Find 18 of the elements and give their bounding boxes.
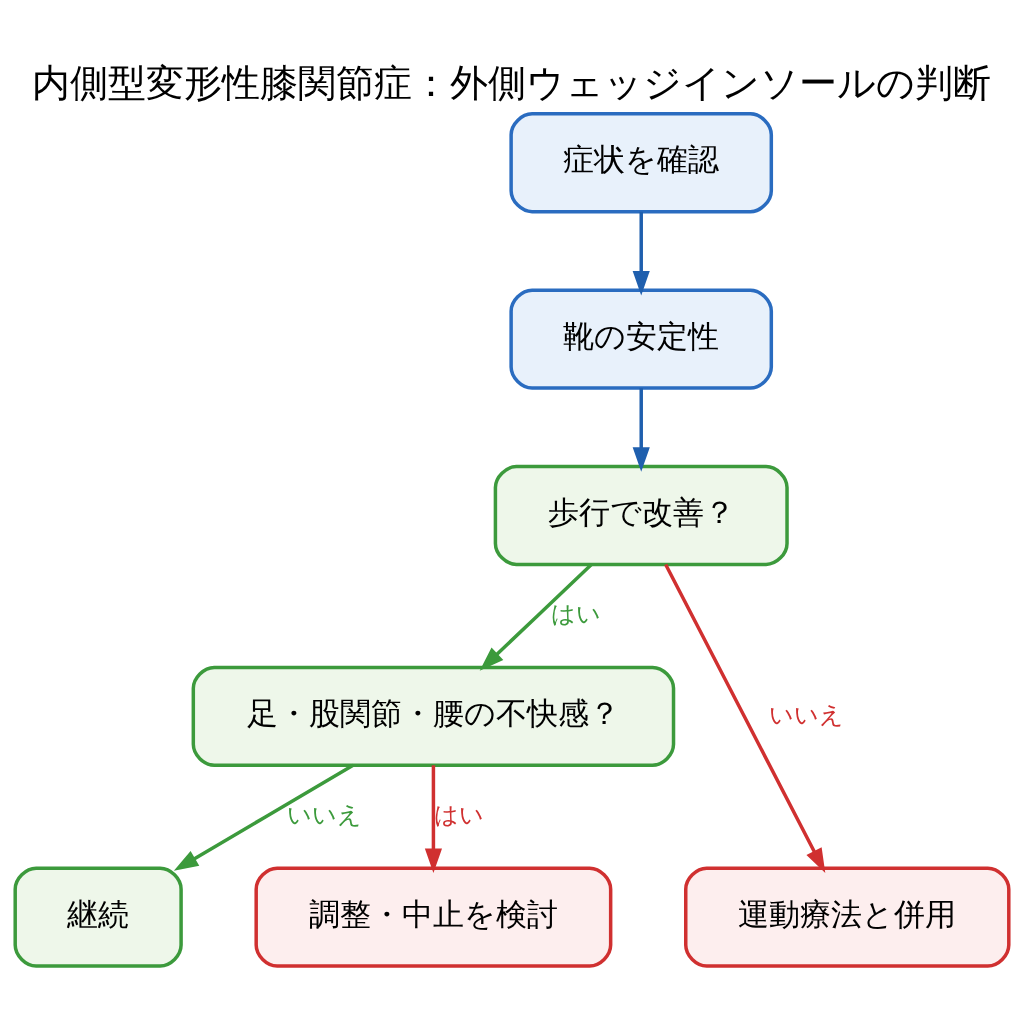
arrow	[664, 563, 826, 873]
node-box: 調整・中止を検討	[254, 866, 613, 968]
node-box: 歩行で改善？	[493, 464, 789, 567]
edge-label: いいえ	[768, 699, 844, 729]
arrow	[632, 388, 650, 472]
arrow	[632, 211, 650, 296]
node-box: 症状を確認	[509, 112, 774, 214]
edge-label: はい	[550, 599, 601, 629]
diagram-title: 内側型変形性膝関節症：外側ウェッジインソールの判断	[32, 59, 992, 105]
edge-label: いいえ	[286, 800, 362, 830]
arrow	[173, 763, 354, 871]
edge-label: はい	[433, 800, 484, 830]
node-box: 運動療法と併用	[684, 866, 1011, 968]
arrow	[479, 563, 593, 671]
arrow	[424, 765, 442, 874]
node-box: 靴の安定性	[509, 288, 774, 390]
node-box: 足・股関節・腰の不快感？	[191, 665, 676, 767]
node-box: 継続	[13, 866, 183, 968]
